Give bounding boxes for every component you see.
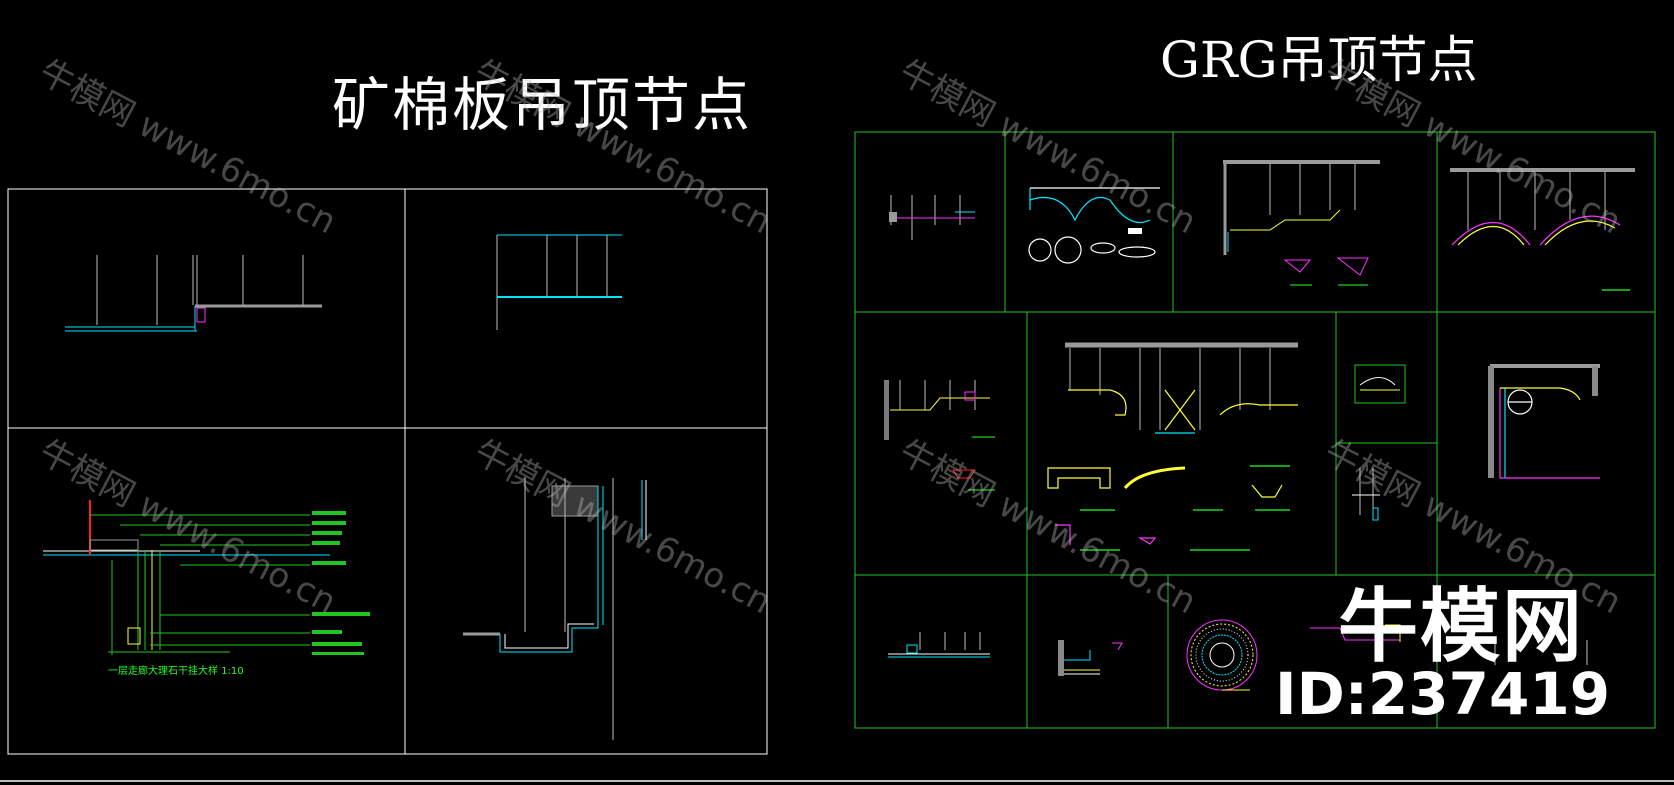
grg-detail-12 xyxy=(1310,624,1588,665)
detail-ceiling-section-2 xyxy=(496,234,622,330)
grg-detail-4 xyxy=(1450,168,1635,291)
brand-logo-text: 牛模网 xyxy=(1338,580,1584,673)
brand-id-label: ID:237419 xyxy=(1275,660,1611,728)
grg-detail-7 xyxy=(1352,364,1406,521)
left-sheet-title: 矿棉板吊顶节点 xyxy=(332,71,753,139)
detail-caption: 一层走廊大理石干挂大样 1:10 xyxy=(108,664,244,677)
grg-detail-3 xyxy=(1223,160,1380,286)
grg-detail-9 xyxy=(888,632,990,658)
right-sheet-grid xyxy=(854,131,1656,729)
grg-detail-1 xyxy=(889,195,975,240)
detail-wall-ceiling-junction xyxy=(463,478,647,740)
detail-marble-dry-hang xyxy=(43,500,370,655)
grg-detail-8 xyxy=(1488,364,1600,479)
grg-detail-10 xyxy=(1058,640,1123,676)
grg-detail-11 xyxy=(1186,619,1258,691)
grg-detail-5 xyxy=(884,380,995,491)
right-sheet-title: GRG吊顶节点 xyxy=(1160,31,1478,89)
left-sheet-frame xyxy=(7,188,768,755)
detail-ceiling-section-1 xyxy=(65,255,322,332)
grg-detail-6 xyxy=(1047,342,1298,551)
grg-detail-2 xyxy=(1028,187,1160,264)
